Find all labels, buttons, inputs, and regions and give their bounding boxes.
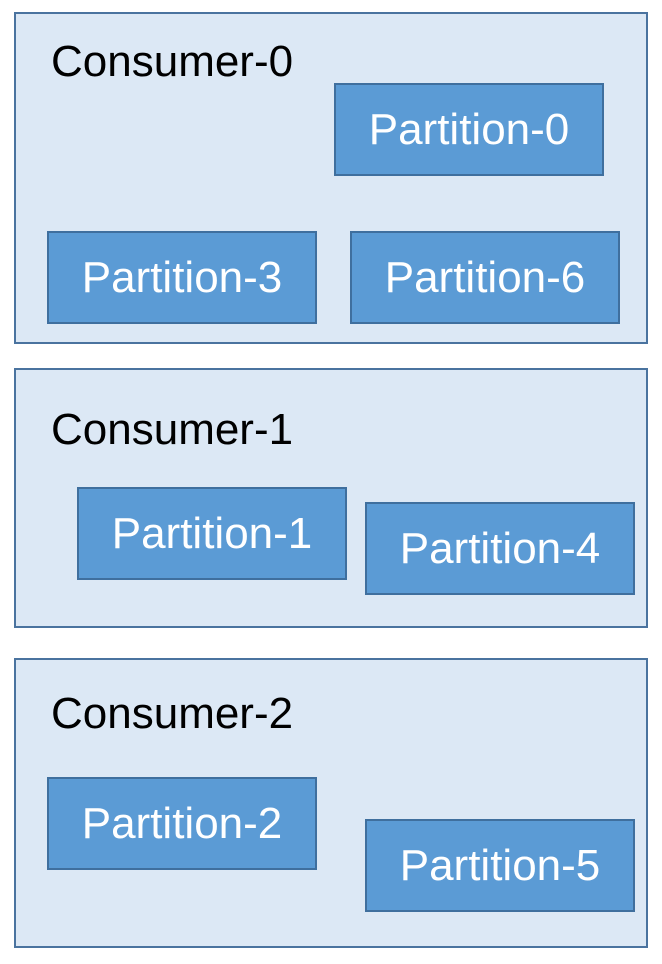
consumer-0-title: Consumer-0 xyxy=(51,37,294,86)
consumer-0-group: Consumer-0 Partition-0 Partition-3 Parti… xyxy=(14,12,648,344)
partition-6-box: Partition-6 xyxy=(350,231,620,324)
partition-5-box: Partition-5 xyxy=(365,819,635,912)
consumer-2-title: Consumer-2 xyxy=(51,689,294,738)
consumer-1-title: Consumer-1 xyxy=(51,405,294,454)
consumer-1-group: Consumer-1 Partition-1 Partition-4 xyxy=(14,368,648,628)
partition-2-box: Partition-2 xyxy=(47,777,317,870)
partition-4-box: Partition-4 xyxy=(365,502,635,595)
partition-1-box: Partition-1 xyxy=(77,487,347,580)
consumer-2-group: Consumer-2 Partition-2 Partition-5 xyxy=(14,658,648,948)
partition-3-box: Partition-3 xyxy=(47,231,317,324)
partition-0-box: Partition-0 xyxy=(334,83,604,176)
